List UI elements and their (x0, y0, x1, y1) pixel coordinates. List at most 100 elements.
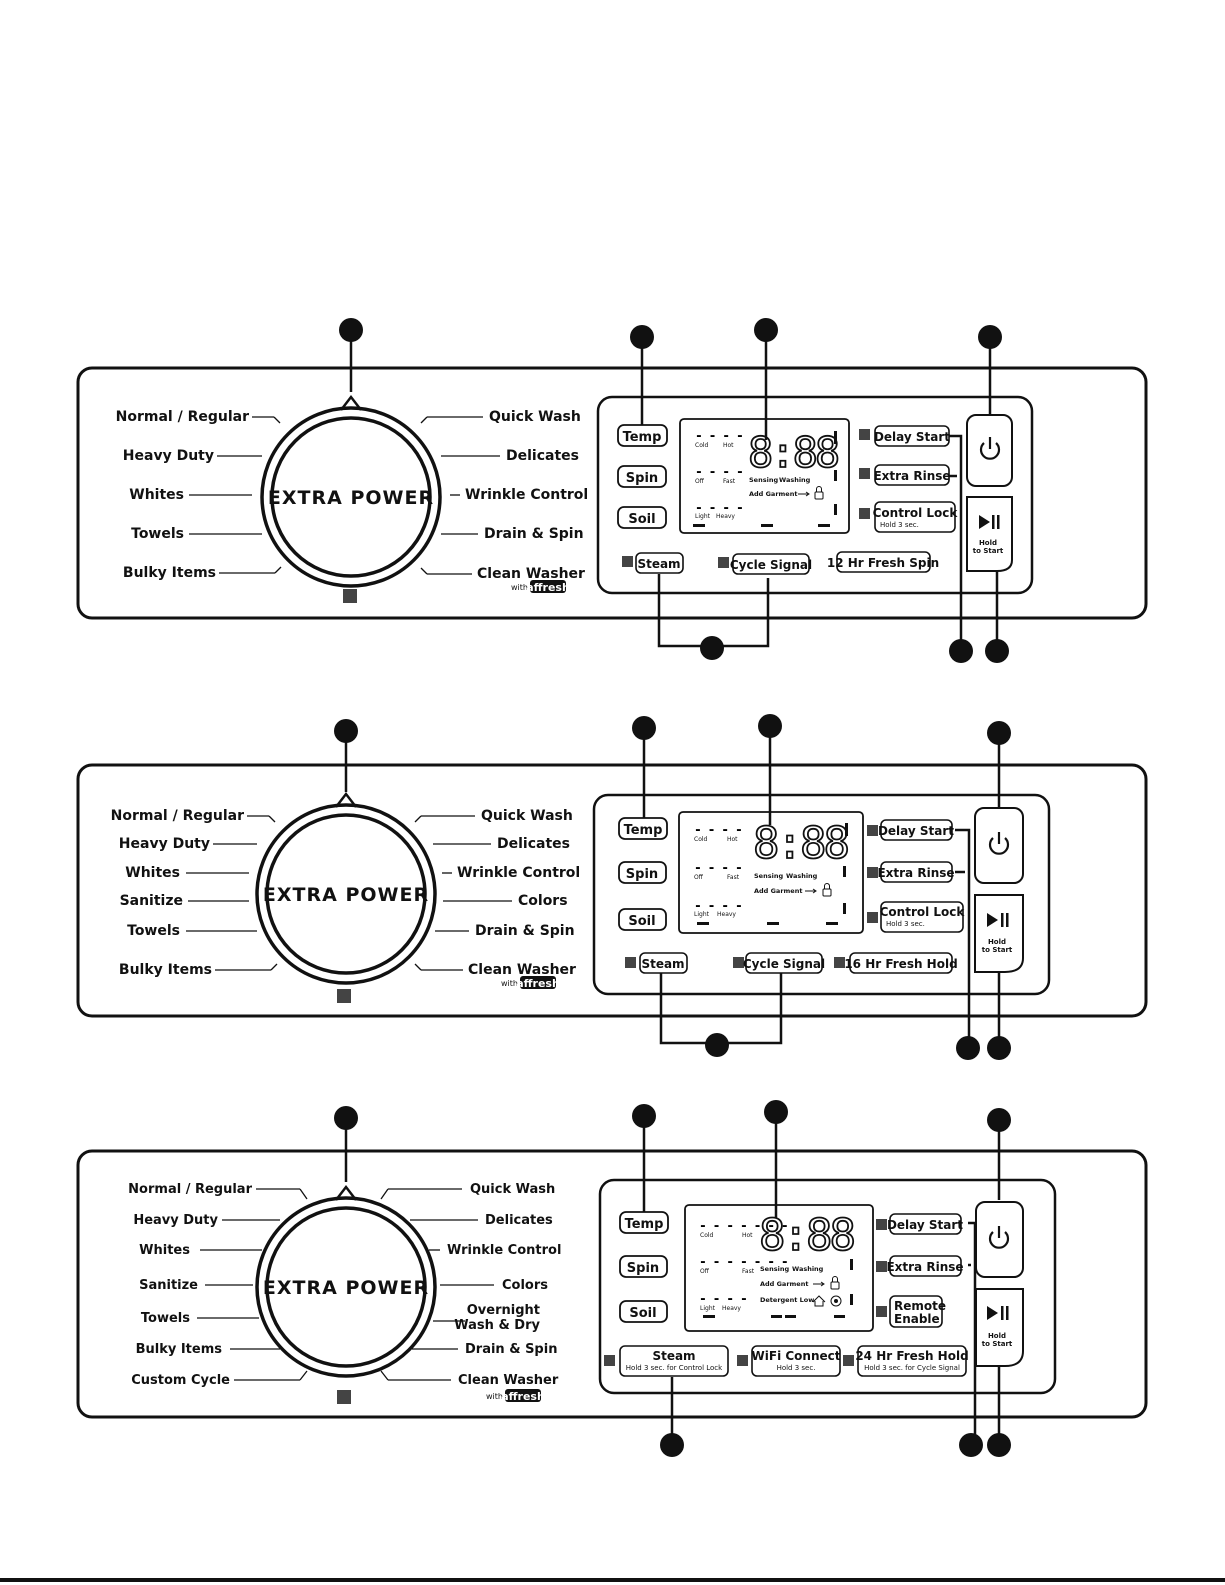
left-cycle-labels: Normal / Regular Heavy Duty Whites Towel… (116, 409, 282, 581)
svg-text:Cold: Cold (694, 836, 708, 843)
steam-button[interactable] (619, 1345, 729, 1377)
cycle-label[interactable]: Wrinkle Control (457, 865, 580, 881)
cycle-label[interactable]: Clean Washer (477, 566, 585, 582)
cycle-label[interactable]: Towels (127, 923, 180, 939)
indicator-light (867, 825, 878, 836)
temp-button[interactable] (618, 817, 668, 840)
start-pause-button[interactable] (966, 496, 1013, 572)
start-pause-button[interactable] (974, 894, 1024, 973)
delay-start-button[interactable] (874, 425, 950, 447)
svg-text:- - - -: - - - - (694, 861, 742, 876)
cycle-label[interactable]: Delicates (485, 1213, 553, 1228)
control-lock-button[interactable] (874, 501, 956, 533)
svg-text:Temp: Temp (625, 1217, 664, 1232)
lock-icon (814, 491, 824, 500)
power-button[interactable] (975, 1201, 1024, 1278)
callout-marker (705, 1033, 729, 1057)
cycle-label[interactable]: Drain & Spin (475, 923, 575, 939)
cycle-label[interactable]: Bulky Items (123, 565, 216, 581)
play-pause-icon (979, 515, 990, 529)
cycle-label[interactable]: Heavy Duty (133, 1213, 218, 1228)
cycle-label[interactable]: Custom Cycle (131, 1373, 230, 1388)
svg-text:Soil: Soil (629, 1306, 656, 1321)
callout-marker (987, 1108, 1011, 1132)
svg-text:Control Lock: Control Lock (873, 506, 959, 520)
cycle-label[interactable]: Wrinkle Control (465, 487, 588, 503)
steam-button[interactable] (635, 552, 684, 574)
spin-button[interactable] (617, 465, 667, 488)
cycle-label[interactable]: Bulky Items (136, 1342, 223, 1357)
panel-outline (76, 1149, 1148, 1419)
cycle-signal-button[interactable] (745, 952, 823, 974)
cycle-label[interactable]: Whites (125, 865, 180, 881)
cycle-label[interactable]: Whites (139, 1243, 190, 1258)
cycle-label[interactable]: Quick Wash (489, 409, 581, 425)
svg-text:Hold: Hold (988, 1332, 1006, 1340)
indicator-light (737, 1355, 748, 1366)
svg-text:affresh: affresh (516, 977, 560, 990)
fresh-hold-button[interactable] (849, 952, 953, 974)
start-pause-button[interactable] (975, 1288, 1024, 1367)
cycle-label[interactable]: Heavy Duty (123, 448, 214, 464)
callout-marker (700, 636, 724, 660)
soil-button[interactable] (619, 1300, 668, 1323)
cycle-label[interactable]: Normal / Regular (111, 808, 244, 824)
svg-text:Steam: Steam (652, 1349, 695, 1363)
temp-button[interactable] (619, 1211, 669, 1234)
cycle-label[interactable]: Clean Washer (458, 1373, 559, 1388)
cycle-label[interactable]: Colors (502, 1278, 548, 1293)
spin-button[interactable] (619, 1255, 668, 1278)
indicator-light (718, 557, 729, 568)
wifi-connect-button[interactable] (751, 1345, 841, 1377)
cycle-label[interactable]: Normal / Regular (128, 1182, 252, 1197)
cycle-label[interactable]: Bulky Items (119, 962, 212, 978)
delay-start-button[interactable] (880, 819, 953, 841)
cycle-label[interactable]: Wrinkle Control (447, 1243, 561, 1258)
cycle-label[interactable]: Delicates (506, 448, 579, 464)
cycle-label[interactable]: Wash & Dry (454, 1318, 540, 1333)
cycle-label[interactable]: Quick Wash (481, 808, 573, 824)
delay-start-button[interactable] (889, 1213, 962, 1235)
soil-button[interactable] (618, 908, 667, 931)
indicator-light (859, 508, 870, 519)
panel-outline (76, 366, 1148, 620)
svg-text:Off: Off (694, 874, 704, 881)
control-lock-button[interactable] (880, 901, 964, 933)
cycle-label[interactable]: Normal / Regular (116, 409, 249, 425)
remote-enable-button[interactable] (889, 1295, 943, 1328)
callout-marker (334, 1106, 358, 1130)
cycle-label[interactable]: Clean Washer (468, 962, 576, 978)
cycle-label[interactable]: Whites (129, 487, 184, 503)
cycle-signal-button[interactable] (732, 553, 810, 575)
steam-button[interactable] (639, 952, 688, 974)
spin-button[interactable] (618, 861, 667, 884)
cycle-label[interactable]: Drain & Spin (484, 526, 584, 542)
extra-rinse-button[interactable] (874, 464, 950, 486)
indicator-light (604, 1355, 615, 1366)
cycle-label[interactable]: Towels (131, 526, 184, 542)
cycle-label[interactable]: Sanitize (120, 893, 183, 909)
cycle-label[interactable]: Delicates (497, 836, 570, 852)
cycle-label[interactable]: Towels (141, 1311, 190, 1326)
callout-marker (978, 325, 1002, 349)
fresh-spin-button[interactable] (836, 551, 931, 573)
power-button[interactable] (974, 807, 1024, 884)
extra-rinse-button[interactable] (889, 1255, 962, 1277)
affresh-logo (520, 976, 556, 989)
cycle-label[interactable]: Quick Wash (470, 1182, 555, 1197)
control-area (596, 395, 1034, 595)
cycle-label[interactable]: Overnight (467, 1303, 540, 1318)
extra-rinse-button[interactable] (880, 861, 953, 883)
panel-2: EXTRA POWER Normal / Regular Heavy Duty … (76, 714, 1148, 1060)
soil-button[interactable] (617, 506, 667, 529)
power-button[interactable] (966, 414, 1013, 487)
cycle-label[interactable]: Drain & Spin (465, 1342, 557, 1357)
temp-button[interactable] (617, 424, 668, 447)
cycle-label[interactable]: Colors (518, 893, 568, 909)
cycle-label[interactable]: Sanitize (139, 1278, 198, 1293)
key-icon (798, 491, 810, 497)
time-digits: 8:88 (748, 428, 838, 477)
cycle-label[interactable]: Heavy Duty (119, 836, 210, 852)
fresh-hold-button[interactable] (857, 1345, 967, 1377)
svg-text:- - - -: - - - - (694, 899, 742, 914)
